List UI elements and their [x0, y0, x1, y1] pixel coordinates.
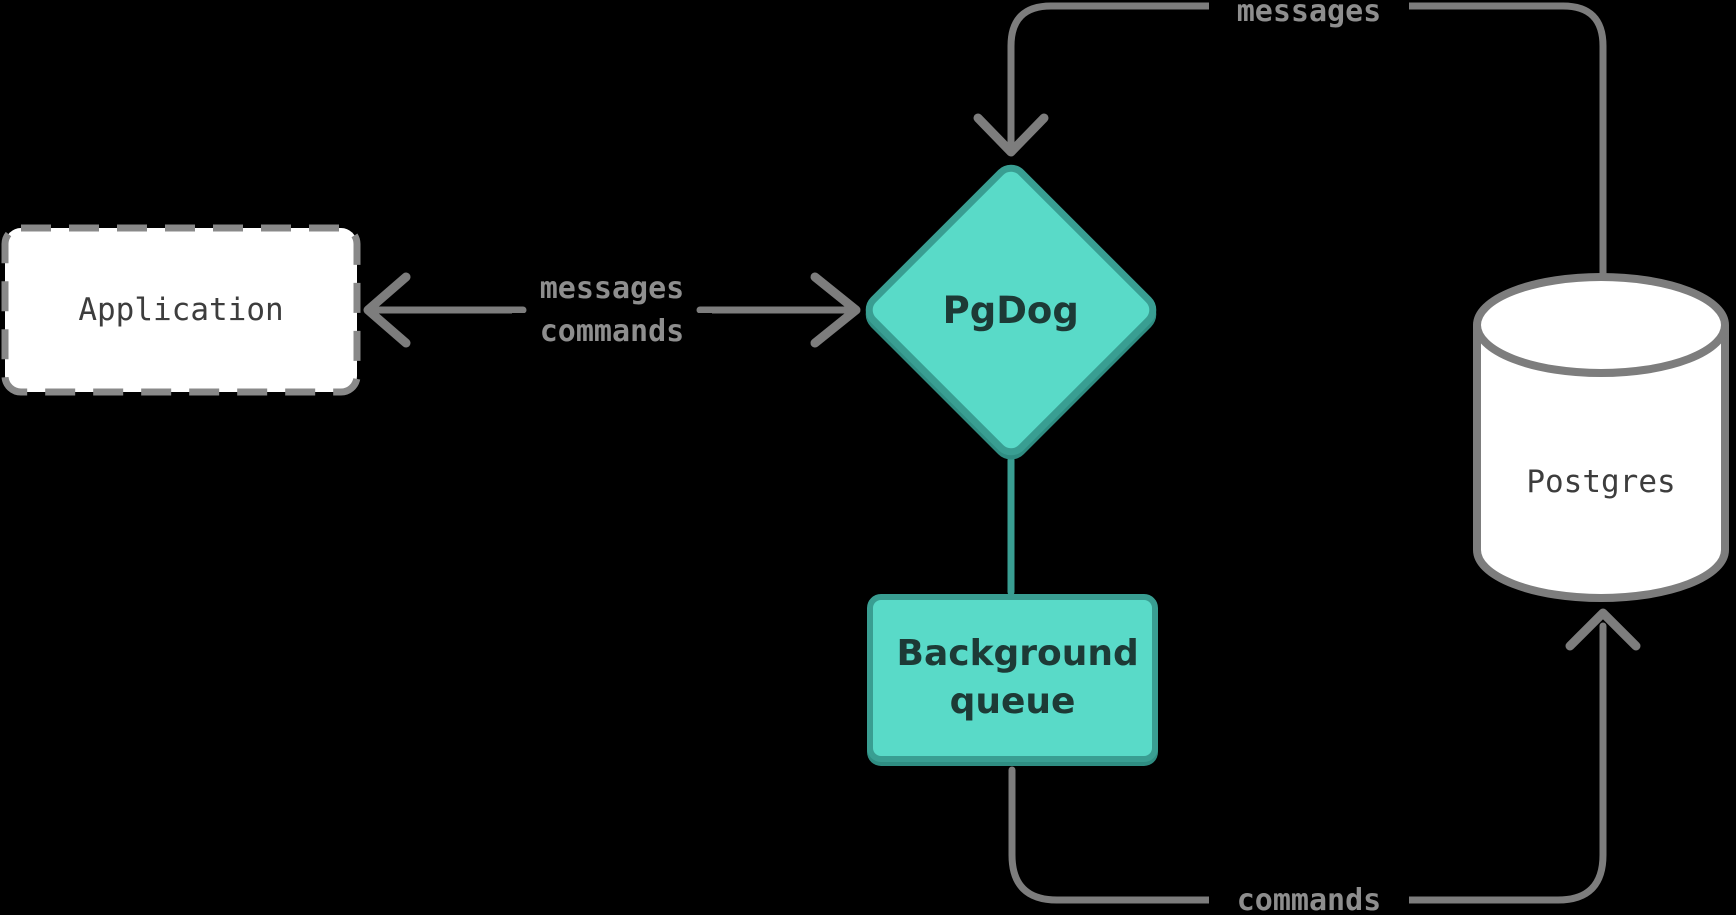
application-node	[1, 224, 361, 396]
postgres-node	[1473, 273, 1729, 602]
edge-label-commands-mid: commands	[512, 313, 712, 349]
application-label: Application	[78, 292, 284, 328]
background-queue-label: Background queue	[896, 633, 1139, 722]
edge-queue-postgres-left-segment	[1008, 766, 1222, 904]
edge-postgres-pgdog-right-segment	[1394, 2, 1607, 289]
arrowhead-into-pgdog-icon	[810, 272, 861, 348]
arrowhead-up-into-postgres-icon	[1565, 608, 1641, 651]
arrowhead-into-application-icon	[363, 272, 411, 348]
edge-label-commands-bottom: commands	[1209, 882, 1409, 915]
pgdog-label: PgDog	[942, 288, 1080, 332]
postgres-cylinder-top	[1473, 273, 1729, 377]
edge-label-messages-top: messages	[1209, 0, 1409, 29]
edge-postgres-pgdog-left-segment	[1007, 2, 1222, 147]
arrowhead-down-into-pgdog-icon	[973, 113, 1049, 157]
postgres-label: Postgres	[1526, 464, 1676, 500]
edge-label-messages-mid: messages	[512, 270, 712, 306]
edge-queue-postgres-right-segment	[1394, 622, 1607, 904]
background-queue-node: Background queue	[867, 594, 1158, 762]
postgres-cylinder-body	[1473, 325, 1729, 602]
